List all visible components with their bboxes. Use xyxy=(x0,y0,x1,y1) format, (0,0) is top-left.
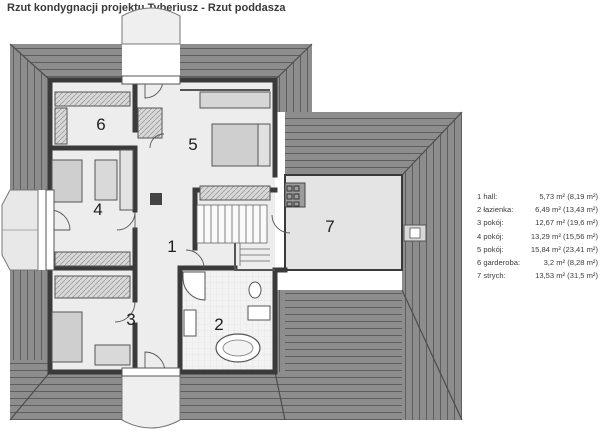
legend-room-area: 3,2 m² (8,28 m²) xyxy=(543,257,598,267)
staircase xyxy=(196,204,270,266)
legend-room-area: 13,53 m² (31,5 m²) xyxy=(535,271,598,281)
room-number-3: 3 xyxy=(126,310,135,329)
legend-room-area: 5,73 m² (8,19 m²) xyxy=(539,192,598,201)
legend-row: 4 pokój: 13,29 m² (15,56 m²) xyxy=(477,230,598,243)
legend-row: 1 hall: 5,73 m² (8,19 m²) xyxy=(477,190,598,203)
legend-room-area: 13,29 m² (15,56 m²) xyxy=(530,231,598,241)
room-number-4: 4 xyxy=(93,200,102,219)
room-number-2: 2 xyxy=(214,315,223,334)
legend-room-name: 5 pokój: xyxy=(477,244,504,254)
legend-room-name: 6 garderoba: xyxy=(477,257,521,267)
room-number-5: 5 xyxy=(188,135,197,154)
legend-room-area: 6,49 m² (13,43 m²) xyxy=(535,205,598,215)
legend-room-area: 12,67 m² (19,6 m²) xyxy=(535,218,598,228)
legend-room-name: 2 łazienka: xyxy=(477,205,514,215)
legend-row: 6 garderoba: 3,2 m² (8,28 m²) xyxy=(477,256,598,269)
legend-row: 5 pokój: 15,84 m² (23,41 m²) xyxy=(477,243,598,256)
legend-room-name: 4 pokój: xyxy=(477,231,504,241)
legend-row: 7 strych: 13,53 m² (31,5 m²) xyxy=(477,269,598,282)
room-number-1: 1 xyxy=(167,237,176,256)
attic-room-7 xyxy=(284,174,427,271)
legend-room-name: 3 pokój: xyxy=(477,218,504,228)
legend-room-area: 15,84 m² (23,41 m²) xyxy=(530,244,598,254)
area-legend: 1 hall: 5,73 m² (8,19 m²) 2 łazienka: 6,… xyxy=(477,190,598,282)
room-numbers: 1 2 3 4 5 6 7 xyxy=(93,115,334,334)
legend-room-name: 7 strych: xyxy=(477,271,506,281)
room-number-6: 6 xyxy=(96,115,105,134)
legend-room-name: 1 hall: xyxy=(477,192,498,201)
room-number-7: 7 xyxy=(325,217,334,236)
legend-row: 3 pokój: 12,67 m² (19,6 m²) xyxy=(477,216,598,229)
main-floor xyxy=(45,75,291,377)
legend-row: 2 łazienka: 6,49 m² (13,43 m²) xyxy=(477,203,598,216)
